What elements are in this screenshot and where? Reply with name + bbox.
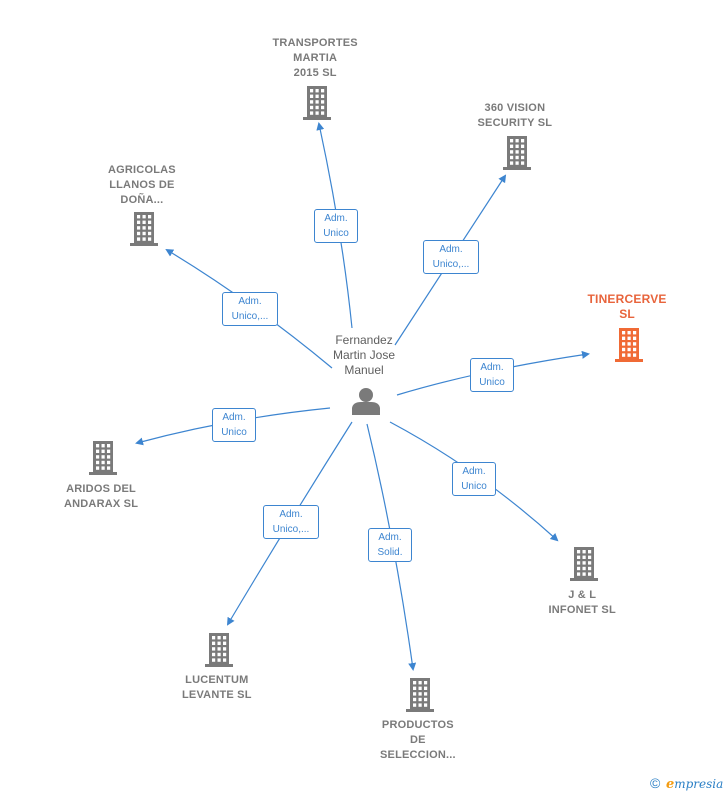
building-icon-aridos[interactable] bbox=[89, 441, 117, 475]
edge-label-line: Unico bbox=[461, 481, 487, 492]
company-label-productos-line: PRODUCTOS bbox=[381, 719, 454, 731]
edge-label-line: Adm. bbox=[378, 532, 402, 543]
edge-label-line: Adm. bbox=[480, 362, 504, 373]
company-label-lucentum-line: LEVANTE SL bbox=[182, 689, 252, 701]
edge-label-transportes[interactable]: Adm. Unico bbox=[314, 209, 358, 243]
company-label-jl-line: J & L bbox=[568, 589, 597, 601]
edge-label-line: Unico bbox=[479, 377, 505, 388]
company-label-transportes-line: TRANSPORTES bbox=[272, 37, 358, 49]
building-icon-agricolas[interactable] bbox=[130, 212, 158, 246]
company-label-agricolas-line: DOÑA... bbox=[120, 194, 164, 206]
building-icon-vision[interactable] bbox=[503, 136, 531, 170]
edge-label-line: Adm. bbox=[462, 466, 486, 477]
company-label-productos-line: DE bbox=[410, 734, 426, 746]
edge-label-line: Unico,... bbox=[432, 259, 470, 270]
company-label-transportes: TRANSPORTES MARTIA 2015 SL bbox=[273, 36, 358, 81]
company-label-vision: 360 VISION SECURITY SL bbox=[478, 101, 553, 131]
company-label-productos: PRODUCTOS DE SELECCION... bbox=[380, 718, 456, 763]
edge-label-line: Unico,... bbox=[231, 311, 269, 322]
person-name-label-line: Manuel bbox=[344, 363, 384, 377]
company-label-transportes-line: 2015 SL bbox=[293, 67, 337, 79]
company-label-agricolas-line: AGRICOLAS bbox=[108, 164, 176, 176]
edge-label-aridos[interactable]: Adm. Unico bbox=[212, 408, 256, 442]
person-icon[interactable] bbox=[352, 388, 380, 415]
edge-label-productos[interactable]: Adm. Solid. bbox=[368, 528, 412, 562]
edge-label-agricolas[interactable]: Adm. Unico,... bbox=[222, 292, 278, 326]
edge-label-line: Unico bbox=[323, 228, 349, 239]
building-icon-productos[interactable] bbox=[406, 678, 434, 712]
company-label-jl: J & L INFONET SL bbox=[549, 588, 616, 618]
building-icon-lucentum[interactable] bbox=[205, 633, 233, 667]
copyright-symbol: © bbox=[650, 775, 661, 791]
company-label-productos-line: SELECCION... bbox=[380, 749, 456, 761]
company-label-transportes-line: MARTIA bbox=[293, 52, 338, 64]
edge-label-jl[interactable]: Adm. Unico bbox=[452, 462, 496, 496]
footer-brand[interactable]: © empresia bbox=[650, 775, 723, 792]
person-name-label-line: Martin Jose bbox=[333, 348, 396, 362]
edge-label-line: Solid. bbox=[377, 547, 403, 558]
company-label-lucentum: LUCENTUM LEVANTE SL bbox=[182, 673, 252, 703]
building-icon-jl[interactable] bbox=[570, 547, 598, 581]
edge-label-line: Adm. bbox=[439, 244, 463, 255]
edge-label-lucentum[interactable]: Adm. Unico,... bbox=[263, 505, 319, 539]
company-label-vision-line: 360 VISION bbox=[484, 102, 546, 114]
company-label-lucentum-line: LUCENTUM bbox=[185, 674, 249, 686]
edge-label-line: Unico bbox=[221, 427, 247, 438]
person-name-label-line: Fernandez bbox=[335, 333, 393, 347]
company-label-agricolas: AGRICOLAS LLANOS DE DOÑA... bbox=[108, 163, 176, 208]
edge-label-vision[interactable]: Adm. Unico,... bbox=[423, 240, 479, 274]
company-label-tinercerve-line: TINERCERVE bbox=[587, 292, 667, 306]
company-label-aridos: ARIDOS DEL ANDARAX SL bbox=[64, 482, 138, 512]
company-label-jl-line: INFONET SL bbox=[548, 604, 616, 616]
edge-label-line: Unico,... bbox=[272, 524, 310, 535]
company-label-tinercerve-line: SL bbox=[619, 307, 635, 321]
company-label-aridos-line: ANDARAX SL bbox=[64, 498, 139, 510]
company-label-aridos-line: ARIDOS DEL bbox=[66, 483, 136, 495]
building-icon-tinercerve[interactable] bbox=[615, 328, 643, 362]
edge-label-tinercerve[interactable]: Adm. Unico bbox=[470, 358, 514, 392]
edge-label-line: Adm. bbox=[324, 213, 348, 224]
company-label-agricolas-line: LLANOS DE bbox=[109, 179, 175, 191]
company-label-vision-line: SECURITY SL bbox=[477, 117, 553, 129]
edge-label-line: Adm. bbox=[238, 296, 262, 307]
edge-label-line: Adm. bbox=[279, 509, 303, 520]
brand-logo-text: mpresia bbox=[674, 777, 724, 791]
brand-logo-initial: e bbox=[665, 777, 675, 792]
edge-label-line: Adm. bbox=[222, 412, 246, 423]
building-icon-transportes[interactable] bbox=[303, 86, 331, 120]
